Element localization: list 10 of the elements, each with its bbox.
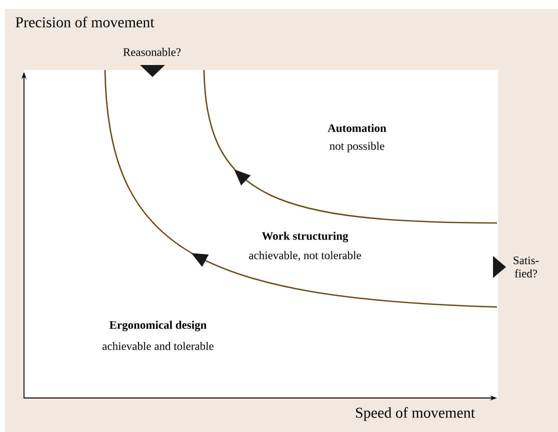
region-description: achievable, not tolerable <box>249 251 361 261</box>
region-heading: Ergonomical design <box>109 320 207 332</box>
region-description: achievable and tolerable <box>102 342 214 350</box>
region-heading: Automation <box>328 124 386 132</box>
region-description: not possible <box>330 142 384 152</box>
axis-label: Speed of movement <box>356 407 475 421</box>
question-label: Reasonable? <box>123 48 181 56</box>
region-heading: Work structuring <box>262 232 348 242</box>
axis-label: Precision of movement <box>16 16 154 28</box>
question-label: Satis-fied? <box>514 256 539 278</box>
